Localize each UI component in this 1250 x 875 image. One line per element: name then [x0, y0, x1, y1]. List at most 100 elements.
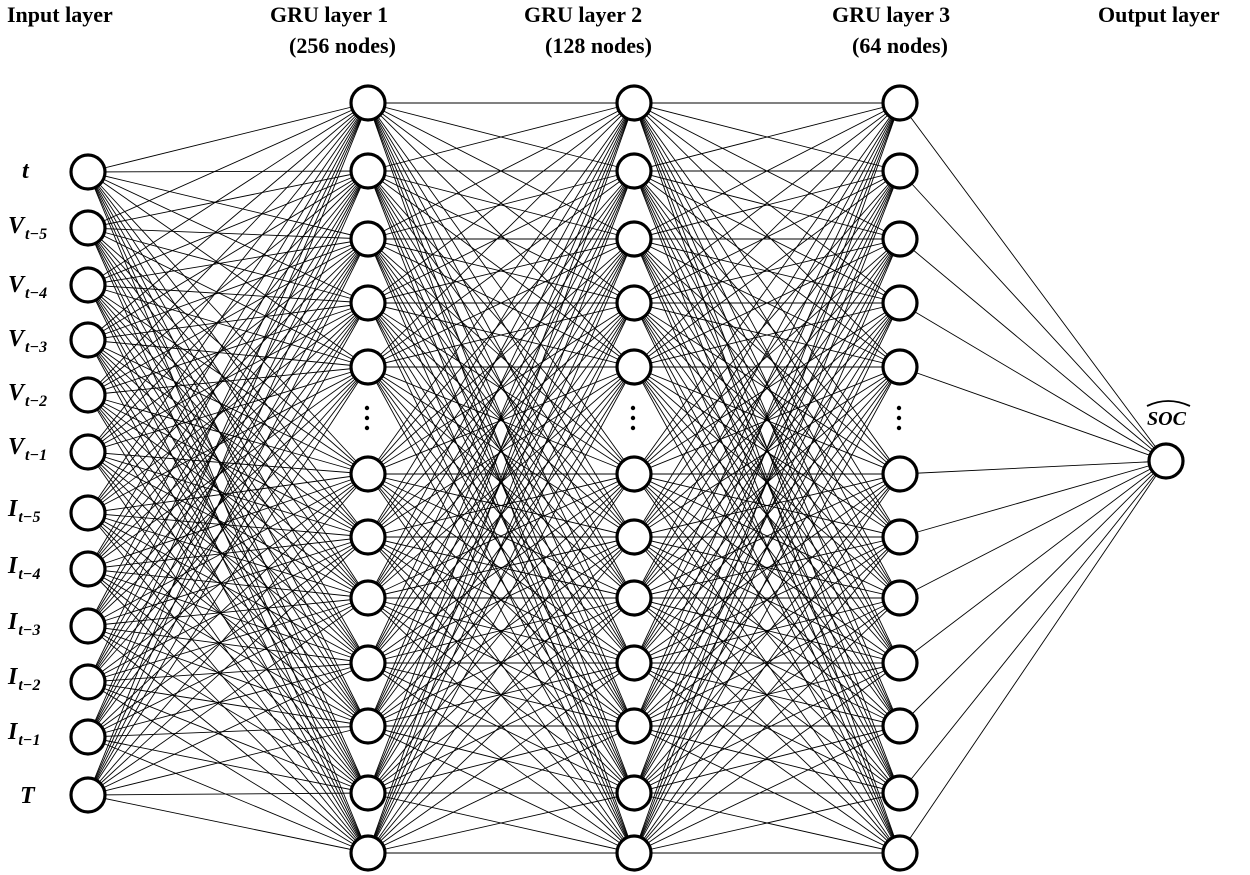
gru-2-node	[615, 579, 653, 617]
connection-line	[633, 102, 901, 854]
gru-3-node	[881, 774, 919, 812]
input-node	[69, 718, 107, 756]
connection-line	[87, 302, 369, 396]
connection-line	[87, 568, 369, 794]
ellipsis-dot	[630, 405, 636, 411]
connection-line	[87, 792, 369, 796]
connection-line	[633, 238, 901, 538]
connection-line	[87, 171, 369, 475]
gru-1-node	[349, 707, 387, 745]
gru-2-node	[615, 644, 653, 682]
input-label: Vt−3	[8, 326, 47, 356]
connection-line	[87, 681, 369, 854]
connection-line	[87, 366, 369, 796]
connection-line	[367, 536, 635, 599]
connection-line	[367, 170, 635, 854]
ellipsis-marker	[630, 405, 636, 431]
connection-line	[633, 102, 901, 475]
connection-line	[367, 792, 635, 854]
connection-line	[633, 473, 901, 599]
connection-line	[899, 170, 1167, 462]
connection-line	[367, 102, 635, 794]
connection-line	[633, 725, 901, 854]
gru-layer-2-subtitle: (128 nodes)	[545, 33, 652, 58]
connection-line	[87, 171, 369, 304]
gru-2-node	[615, 152, 653, 190]
connection-line	[87, 284, 369, 599]
gru-1-node	[349, 284, 387, 322]
connection-line	[87, 536, 369, 683]
ellipsis-markers	[364, 405, 902, 431]
connection-line	[87, 238, 369, 570]
connection-line	[367, 473, 635, 599]
gru-1-node	[349, 455, 387, 493]
input-labels: t Vt−5 Vt−4 Vt−3 Vt−2 Vt−1 It−5 It−4 It−…	[7, 158, 47, 809]
connection-line	[899, 102, 1167, 462]
connection-line	[367, 366, 635, 794]
connection-line	[367, 597, 635, 727]
gru-3-node	[881, 84, 919, 122]
connection-line	[87, 366, 369, 570]
connection-line	[87, 170, 369, 796]
connection-line	[87, 597, 369, 796]
connection-line	[633, 238, 901, 794]
connection-line	[87, 451, 369, 538]
gru-2-node	[615, 707, 653, 745]
ellipsis-dot	[364, 425, 370, 431]
connection-line	[87, 394, 369, 727]
input-node	[69, 376, 107, 414]
connection-line	[87, 568, 369, 854]
connection-line	[87, 102, 369, 341]
connection-line	[87, 512, 369, 794]
connection-line	[87, 394, 369, 475]
connection-line	[87, 170, 369, 683]
connection-line	[633, 238, 901, 854]
gru-3-node	[881, 579, 919, 617]
connection-line	[87, 536, 369, 570]
connection-line	[633, 238, 901, 304]
gru-1-node	[349, 834, 387, 872]
connection-line	[633, 170, 901, 304]
connection-line	[899, 460, 1167, 794]
connection-line	[633, 170, 901, 854]
input-label: Vt−1	[8, 434, 47, 464]
input-label: Vt−5	[8, 213, 47, 243]
connection-line	[633, 725, 901, 794]
connection-line	[633, 238, 901, 599]
connection-line	[367, 102, 635, 240]
connection-line	[899, 302, 1167, 462]
connection-line	[633, 102, 901, 599]
connection-line	[633, 473, 901, 727]
gru-2-node	[615, 518, 653, 556]
connection-line	[367, 102, 635, 664]
input-layer-title: Input layer	[7, 2, 113, 27]
connection-line	[87, 102, 369, 738]
connection-line	[87, 302, 369, 738]
gru-3-node	[881, 455, 919, 493]
connection-line	[633, 102, 901, 794]
connection-line	[899, 460, 1167, 599]
connection-line	[367, 597, 635, 854]
connection-line	[367, 238, 635, 304]
connection-line	[87, 725, 369, 738]
connection-line	[87, 681, 369, 794]
input-node	[69, 433, 107, 471]
connection-line	[87, 736, 369, 854]
connection-line	[87, 102, 369, 796]
ellipsis-dot	[896, 415, 902, 421]
output-label-group: SOC	[1146, 400, 1191, 430]
gru-3-node	[881, 707, 919, 745]
connection-line	[633, 238, 901, 368]
connection-line	[87, 512, 369, 727]
connection-line	[367, 102, 635, 854]
connection-line	[899, 460, 1167, 475]
connection-line	[633, 302, 901, 727]
connection-line	[633, 238, 901, 664]
connection-line	[87, 394, 369, 854]
connection-line	[87, 102, 369, 627]
connection-line	[633, 536, 901, 854]
input-node	[69, 663, 107, 701]
connection-line	[367, 366, 635, 854]
connection-line	[87, 102, 369, 453]
output-node	[1147, 442, 1185, 480]
